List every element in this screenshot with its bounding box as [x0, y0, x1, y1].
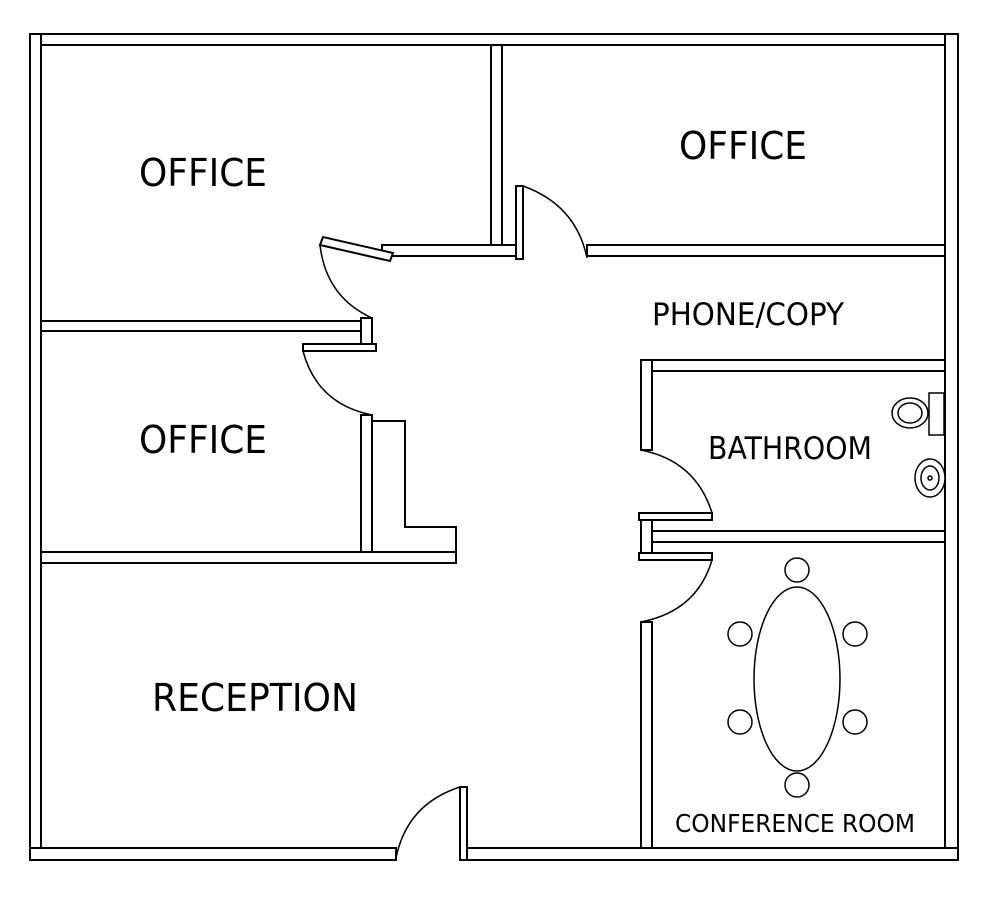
label-office-mid-left: OFFICE [139, 418, 267, 462]
conference-furniture [727, 557, 868, 798]
room-labels: OFFICE OFFICE OFFICE PHONE/COPY BATHROOM… [139, 124, 915, 838]
door-swing-entry [395, 786, 461, 859]
door-swing-bathroom [640, 449, 713, 514]
conference-table [753, 586, 841, 772]
label-conference-room: CONFERENCE ROOM [675, 809, 915, 838]
wall-west [29, 33, 42, 861]
wall-south-left [29, 847, 397, 861]
wall-bathroom-west-upper [640, 359, 653, 451]
label-office-top-left: OFFICE [139, 151, 267, 195]
wall-closet-notch [371, 420, 457, 553]
bathroom-fixtures [891, 392, 946, 498]
door-top-right-office[interactable] [515, 185, 524, 260]
interior-walls [40, 44, 946, 849]
chair-icon [727, 709, 753, 735]
door-swing-mid-office [302, 350, 373, 416]
label-office-top-right: OFFICE [679, 124, 807, 168]
chair-icon [842, 621, 868, 647]
wall-between-top-offices [490, 44, 503, 246]
chair-icon [784, 557, 810, 583]
wall-conference-west [640, 621, 653, 849]
door-entry[interactable] [459, 786, 468, 861]
chair-icon [842, 709, 868, 735]
chair-icon [784, 772, 810, 798]
door-bathroom[interactable] [638, 512, 713, 521]
wall-bathroom-north [640, 359, 946, 372]
wall-mid-office-east-upper [360, 317, 373, 345]
wall-bathroom-west-mid [640, 519, 653, 554]
wall-mid-office-east-lower [360, 414, 373, 553]
door-conference[interactable] [638, 552, 713, 561]
label-bathroom: BATHROOM [708, 431, 872, 467]
wall-north [29, 33, 959, 46]
door-top-left-office[interactable] [318, 235, 395, 263]
door-swing-conference [640, 559, 713, 623]
wall-south-right [466, 847, 959, 861]
doors [302, 185, 713, 861]
wall-reception-north [40, 551, 457, 564]
wall-bathroom-south [651, 530, 946, 543]
toilet-tank-icon [928, 392, 945, 436]
toilet-bowl-inner [897, 402, 923, 424]
label-reception: RECEPTION [152, 676, 358, 720]
door-mid-office[interactable] [302, 343, 377, 352]
label-phone-copy: PHONE/COPY [652, 297, 844, 333]
wall-top-left-office-south [381, 244, 517, 257]
door-swing-top-left-office [319, 244, 373, 319]
wall-top-right-office-south [586, 244, 946, 257]
wall-east [944, 33, 959, 861]
sink-drain [927, 475, 933, 481]
door-swing-top-right-office [522, 185, 588, 259]
chair-icon [727, 621, 753, 647]
wall-mid-office-north [40, 320, 373, 332]
